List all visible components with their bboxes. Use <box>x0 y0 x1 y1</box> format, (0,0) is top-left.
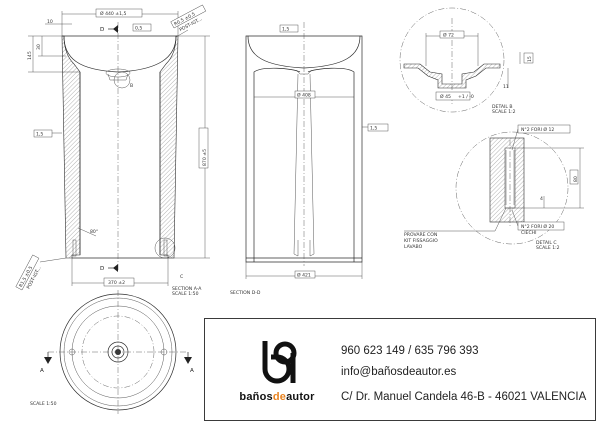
plan-view: A A SCALE 1:50 <box>30 290 194 414</box>
dim-height: 870 ±5 <box>202 149 208 166</box>
dim-detail-b-top: Ø 72 <box>443 32 454 39</box>
detail-b-marker: B <box>130 83 133 89</box>
brand-name-part-3: autor <box>286 391 315 403</box>
detail-c-marker: C <box>180 274 183 280</box>
dim-detail-b-45: Ø 45 <box>440 93 451 100</box>
dim-30: 30 <box>36 44 42 50</box>
detail-c-scale: SCALE 1:2 <box>536 245 560 251</box>
svg-text:10: 10 <box>47 19 53 25</box>
dim-mid-bottom: Ø 421 <box>297 272 311 279</box>
section-dd-title: SECTION D-D <box>230 290 261 296</box>
detail-c-note-bottom-1: N°2 FORI Ø 20 <box>521 223 554 230</box>
section-aa-title: SECTION A-A <box>172 286 202 292</box>
dim-detail-c-4: 4 <box>540 196 543 202</box>
detail-c-view: N°2 FORI Ø 12 80 4 PROVARE CON KIT FISSA… <box>404 124 584 251</box>
brand-name: bañosdeautor <box>227 391 327 403</box>
detail-c-title: DETAIL C <box>536 240 557 246</box>
dim-detail-b-11: 11 <box>503 84 509 90</box>
detail-c-note-bottom-2: CIECHI <box>521 230 536 236</box>
gdt-left: 1,5 <box>36 132 43 138</box>
brand-name-part-1: baños <box>239 391 273 403</box>
plan-scale: SCALE 1:50 <box>30 401 57 407</box>
probe-note-line-1: PROVARE CON <box>404 232 437 238</box>
section-arrow-top-label: D <box>100 27 104 33</box>
dim-145: 145 <box>27 51 33 60</box>
contact-phone[interactable]: 960 623 149 / 635 796 393 <box>341 345 479 357</box>
contact-card: bañosdeautor 960 623 149 / 635 796 393 i… <box>204 318 596 421</box>
gdt-mid-right: 1,5 <box>370 126 377 132</box>
dim-detail-c-80: 80 <box>573 176 579 182</box>
dim-inner: Ø 408 <box>297 92 311 99</box>
detail-b-scale: SCALE 1:2 <box>492 109 516 115</box>
section-arrow-bottom-label: D <box>100 266 104 272</box>
section-aa-scale: SCALE 1:50 <box>172 291 199 297</box>
dim-bottom-width: 370 ±2 <box>108 280 125 286</box>
gdt-mid-top: 1,5 <box>282 27 289 33</box>
probe-note-line-3: LAVABO <box>404 244 423 250</box>
banos-de-autor-logo-icon <box>262 341 297 384</box>
plan-a-right: A <box>190 368 194 374</box>
contact-address: C/ Dr. Manuel Candela 46-B - 46021 VALEN… <box>341 391 587 403</box>
gdt-top: 0,5 <box>135 26 142 32</box>
section-d-d-view: 1,5 Ø 408 1,5 Ø 421 SECTION D-D <box>230 22 389 296</box>
plan-a-left: A <box>40 368 44 374</box>
contact-email[interactable]: info@bañosdeautor.es <box>341 366 457 378</box>
detail-c-note-top: N°2 FORI Ø 12 <box>521 126 554 133</box>
section-a-a-view: Ø 440 ±1,5 10 R0,5 ±0,5 POST-IGT... D 0,… <box>15 4 210 297</box>
detail-b-title: DETAIL B <box>492 104 513 110</box>
dim-detail-b-tol: +1 / -0 <box>458 94 474 100</box>
dim-top-width: Ø 440 ±1,5 <box>100 10 127 17</box>
detail-b-view: Ø 72 15 11 Ø 45 +1 / -0 DETAIL B SCALE 1… <box>399 7 534 115</box>
probe-note-line-2: KIT FISSAGGIO <box>404 238 438 244</box>
dim-detail-b-15: 15 <box>527 56 533 62</box>
brand-name-part-2: de <box>272 391 287 403</box>
dim-angle: 80° <box>90 229 98 235</box>
